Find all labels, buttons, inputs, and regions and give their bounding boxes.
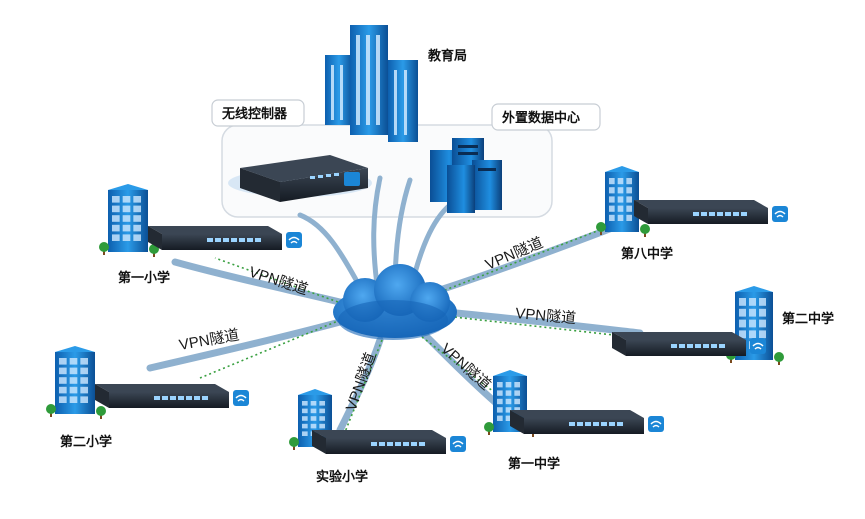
site-second-middle: [612, 286, 784, 365]
vpn-label-4: VPN隧道: [437, 340, 494, 393]
school-building-icon: [108, 184, 148, 252]
wifi-icon: [772, 206, 788, 222]
wifi-icon: [648, 416, 664, 432]
vpn-router-device: [510, 410, 644, 434]
school-building-icon: [605, 166, 639, 232]
school-building-icon: [55, 346, 95, 414]
vpn-label-1: VPN隧道: [247, 264, 310, 299]
controller-callout: 无线控制器: [211, 99, 305, 127]
tree-icon: [46, 404, 106, 419]
tree-icon: [596, 222, 650, 237]
wifi-icon: [750, 338, 766, 354]
datacenter-callout: 外置数据中心: [491, 103, 601, 131]
datacenter-label: 外置数据中心: [501, 110, 580, 126]
wireless-controller-device: [228, 155, 372, 202]
school-building-icon: [298, 389, 332, 447]
vpn-router-device: [612, 332, 746, 356]
site-eighth-middle: [596, 166, 788, 237]
tunnel-site-8: [436, 221, 624, 294]
hq-building: [325, 25, 418, 142]
hq-title: 教育局: [427, 48, 467, 64]
internet-cloud: [333, 264, 457, 340]
tunnel-hq-a: [371, 175, 383, 295]
tunnel-site-3: [336, 336, 384, 434]
school-building-icon: [735, 286, 773, 360]
vpn-label-3: VPN隧道: [343, 350, 380, 413]
wifi-icon: [233, 390, 249, 406]
controller-label: 无线控制器: [221, 106, 288, 122]
site-second-primary: [46, 346, 249, 419]
site-first-middle: [484, 370, 664, 437]
vpn-router-device: [312, 430, 446, 454]
site-label-5: 第二中学: [782, 311, 834, 327]
wifi-icon: [286, 232, 302, 248]
site-label-2: 第二小学: [60, 434, 112, 450]
tunnel-site-5: [441, 308, 644, 337]
tunnel-site-2: [146, 318, 344, 372]
site-label-1: 第一小学: [118, 270, 170, 286]
site-label-6: 第八中学: [621, 246, 673, 262]
vpn-router-device: [148, 226, 282, 250]
site-first-primary: [99, 184, 302, 257]
vpn-router-device: [634, 200, 768, 224]
datacenter-servers: [430, 138, 502, 213]
vpn-label-5: VPN隧道: [515, 305, 577, 327]
vpn-router-device: [95, 384, 229, 408]
site-experimental-primary: [289, 389, 466, 454]
wifi-icon: [450, 436, 466, 452]
site-label-4: 第一中学: [508, 456, 560, 472]
site-label-3: 实验小学: [316, 469, 368, 485]
